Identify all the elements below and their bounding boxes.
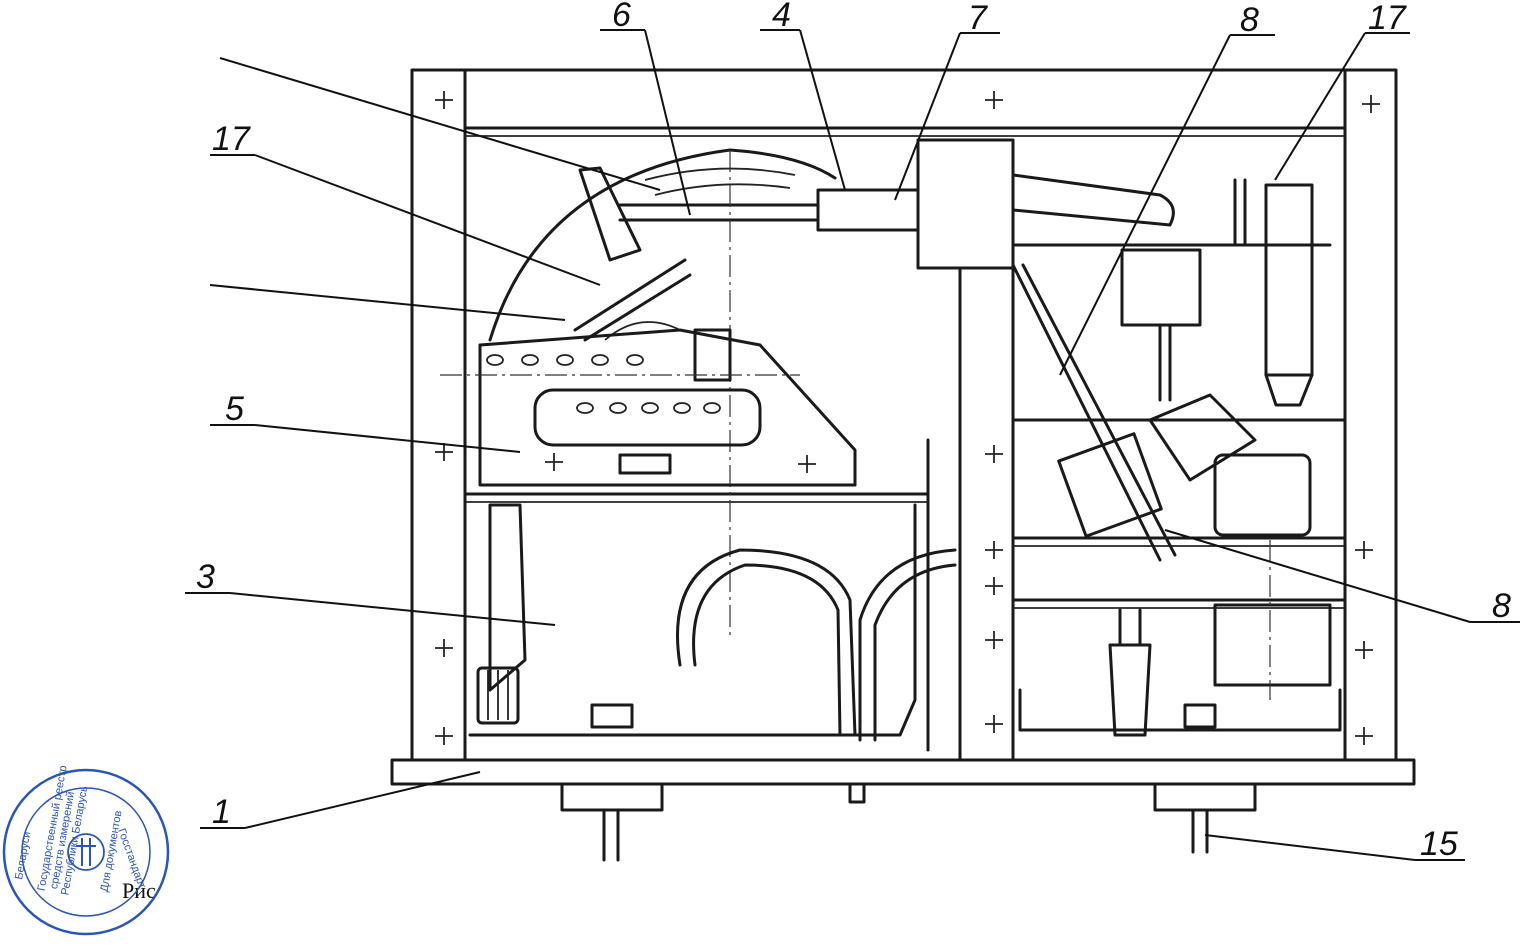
callout-1: 1 xyxy=(212,793,231,831)
right-assembly xyxy=(1011,173,1314,562)
central-column xyxy=(916,138,1015,762)
figure-caption: Рис xyxy=(122,878,156,903)
leg-left xyxy=(602,808,620,862)
pump-block xyxy=(440,328,857,487)
callout-17-top: 17 xyxy=(1368,0,1407,37)
stamp-line-4: Для документов xyxy=(98,809,124,892)
callout-17-left: 17 xyxy=(212,120,251,158)
arc-sector xyxy=(488,148,920,640)
hose-fittings-row1 xyxy=(486,354,644,366)
leader-lines xyxy=(185,29,1520,861)
hose-fittings-row2 xyxy=(576,402,721,414)
callout-labels: 6 4 7 8 17 17 5 3 1 8 15 xyxy=(196,0,1511,863)
stamp-arc-left: Беларуси xyxy=(13,831,33,881)
leg-right xyxy=(1191,808,1209,854)
frame-outer xyxy=(410,68,1398,762)
callout-7: 7 xyxy=(968,0,988,37)
callout-4: 4 xyxy=(772,0,791,34)
shelves xyxy=(463,243,1347,609)
hose-left xyxy=(676,548,857,737)
hose-right xyxy=(858,548,957,742)
reservoir xyxy=(468,503,917,737)
certification-stamp: Госстандарт Беларуси Государственный рее… xyxy=(2,764,170,936)
motor-unit xyxy=(1018,540,1342,737)
base-plate xyxy=(390,758,1416,812)
cross-markers xyxy=(435,91,1380,745)
callout-15: 15 xyxy=(1420,825,1458,863)
callout-8-top: 8 xyxy=(1240,1,1259,39)
callout-5: 5 xyxy=(225,390,244,428)
callout-8-right: 8 xyxy=(1492,587,1511,625)
callout-3: 3 xyxy=(196,558,215,596)
callout-6: 6 xyxy=(612,0,631,34)
